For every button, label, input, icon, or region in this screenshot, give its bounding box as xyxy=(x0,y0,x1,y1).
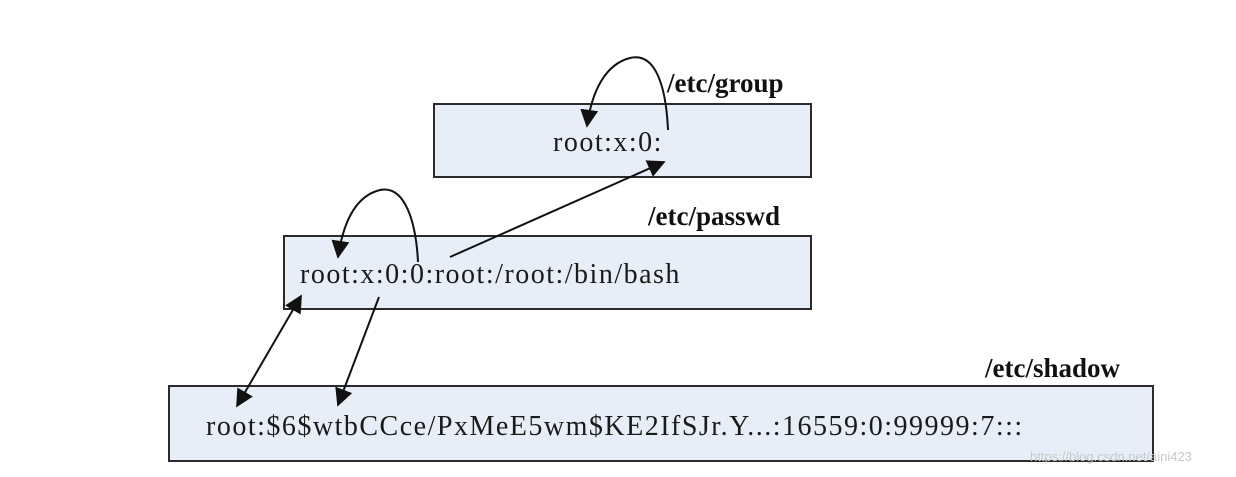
group-file-box: root:x:0: xyxy=(433,103,812,178)
passwd-file-label: /etc/passwd xyxy=(648,201,781,231)
shadow-file-label: /etc/shadow xyxy=(985,353,1120,383)
group-gid-loop-arrow xyxy=(580,56,669,131)
watermark-text: https://blog.csdn.net/aini423 xyxy=(1030,449,1192,464)
shadow-file-box: root:$6$wtbCCce/PxMeE5wm$KE2IfSJr.Y...:1… xyxy=(168,385,1154,462)
passwd-uid-loop-arrow xyxy=(331,188,419,263)
shadow-entry-text: root:$6$wtbCCce/PxMeE5wm$KE2IfSJr.Y...:1… xyxy=(206,411,1024,442)
passwd-entry-text: root:x:0:0:root:/root:/bin/bash xyxy=(300,259,681,290)
passwd-to-shadow-password-arrow xyxy=(335,296,380,407)
passwd-shadow-username-arrow xyxy=(236,294,302,408)
passwd-file-box: root:x:0:0:root:/root:/bin/bash xyxy=(283,235,812,310)
group-entry-text: root:x:0: xyxy=(553,127,663,158)
passwd-to-group-arrow xyxy=(449,160,666,258)
group-file-label: /etc/group xyxy=(667,68,784,98)
